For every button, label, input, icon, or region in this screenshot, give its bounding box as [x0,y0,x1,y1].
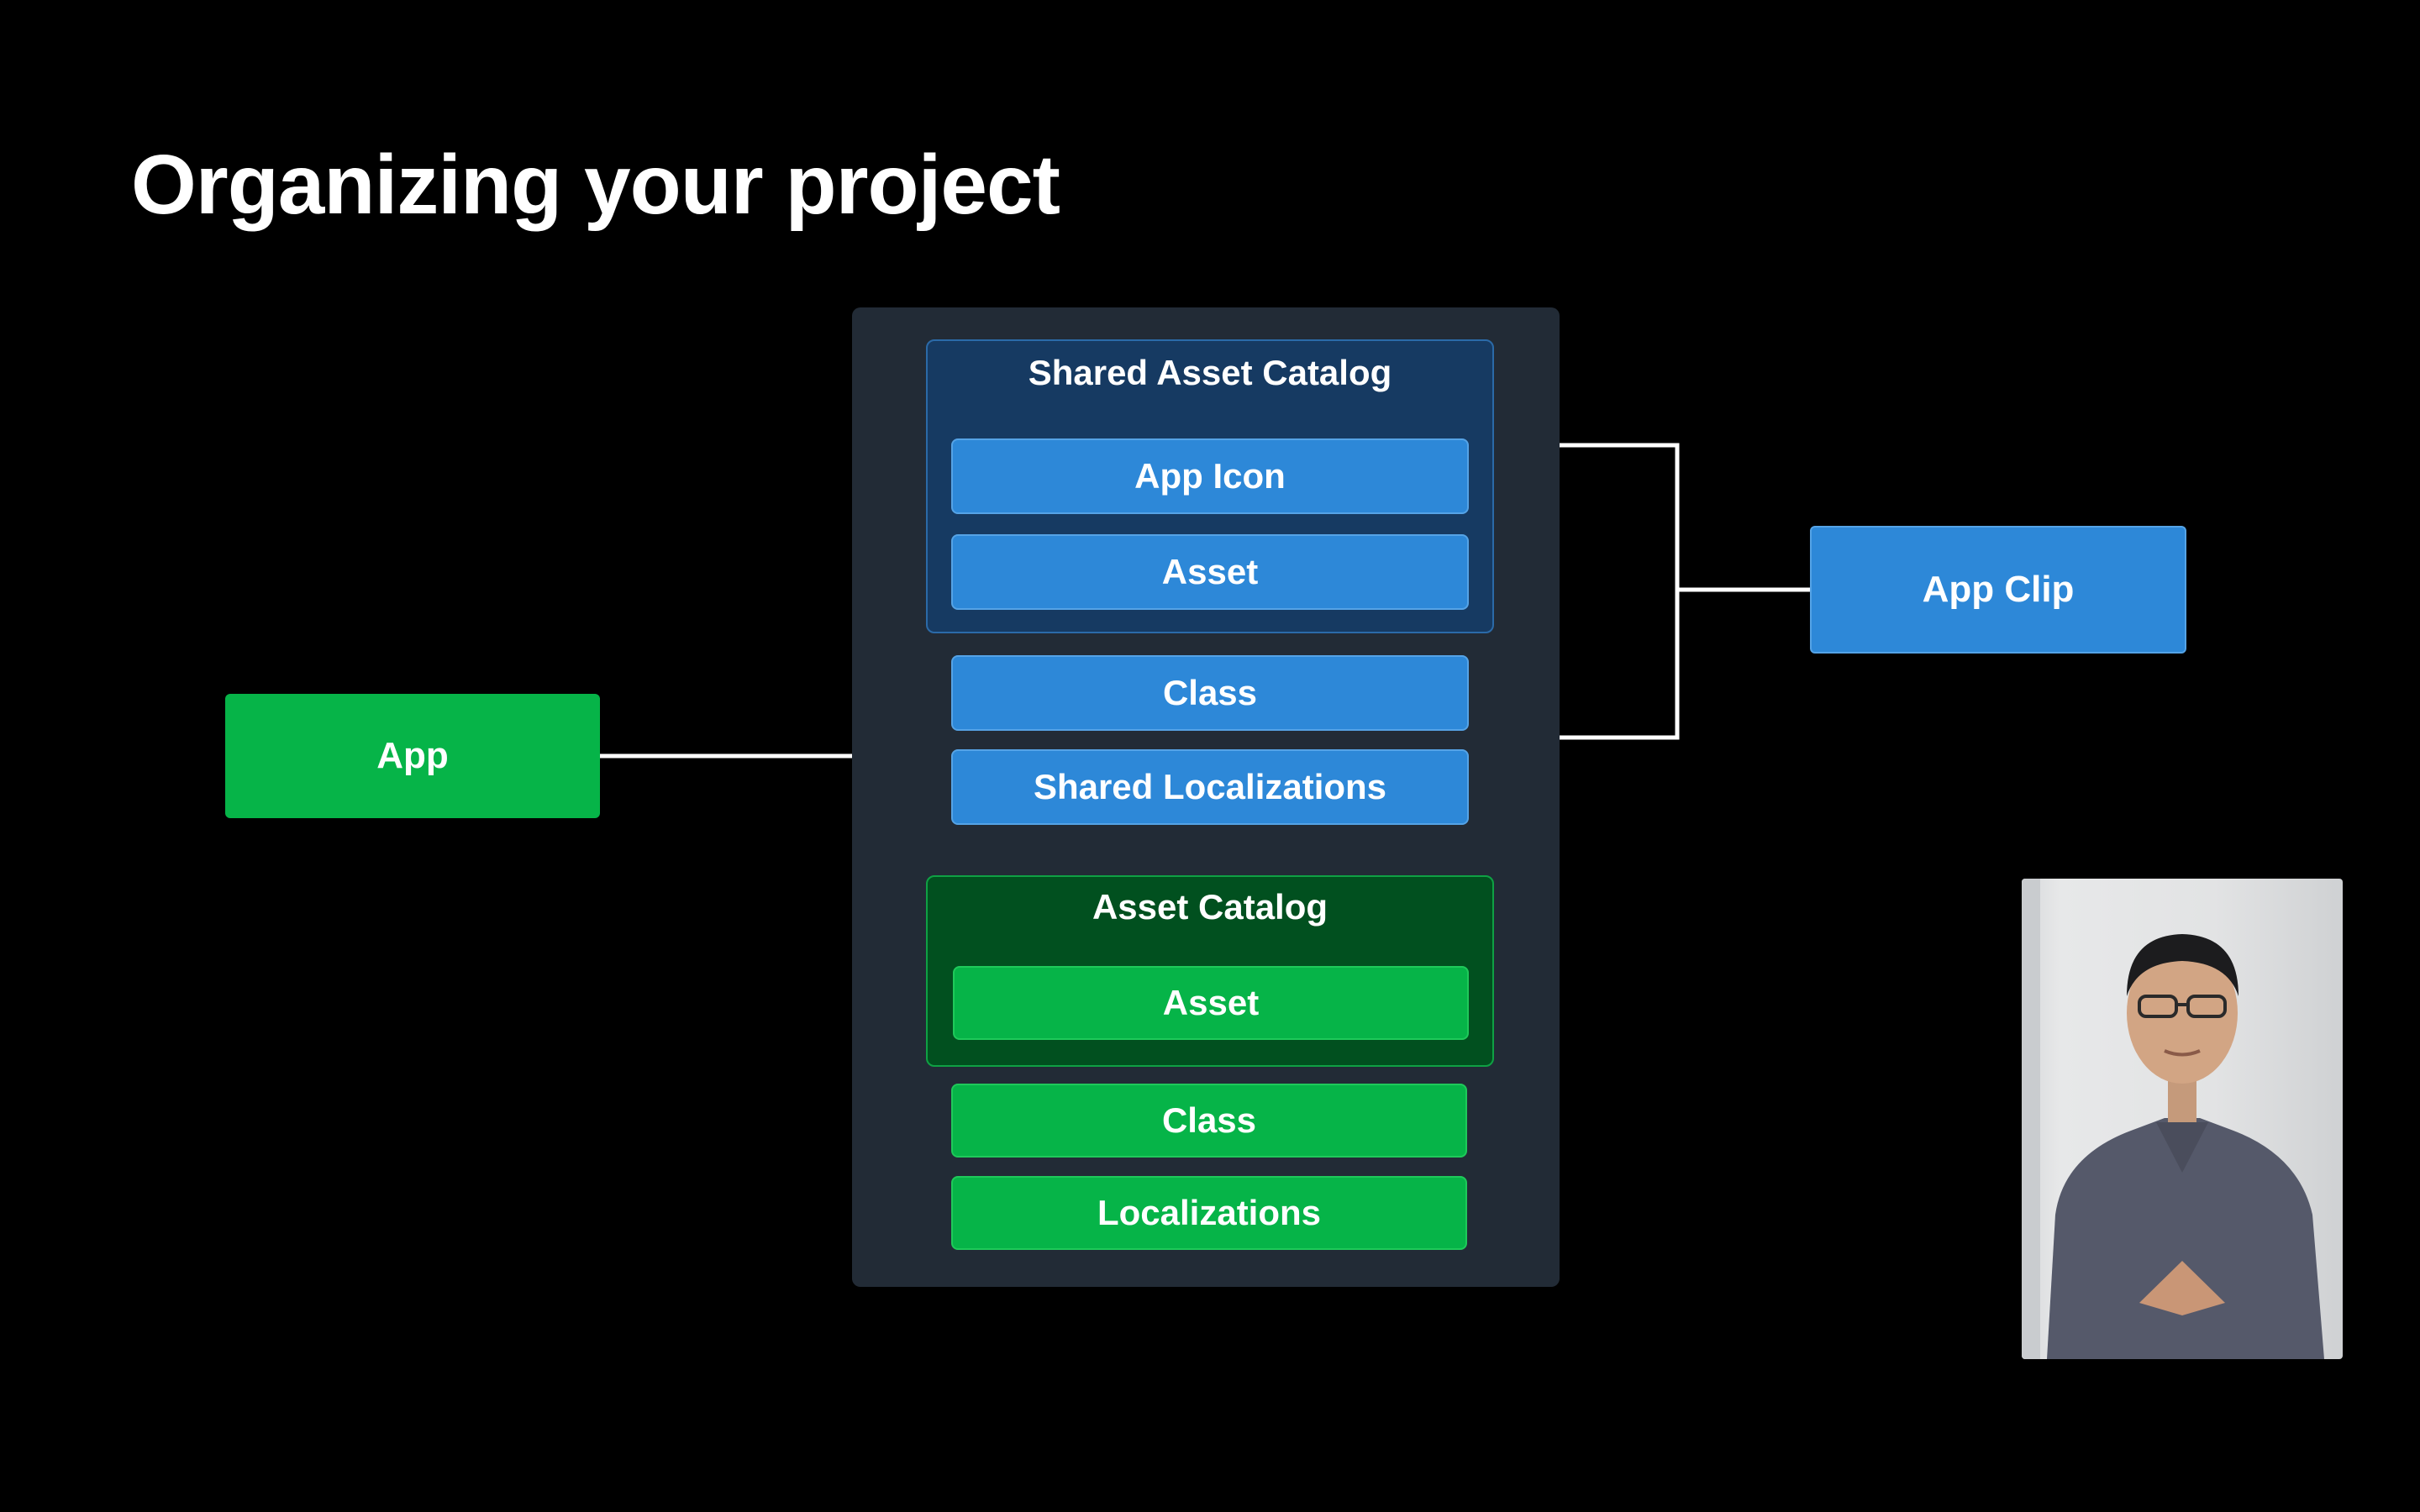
presenter-image [2022,879,2324,1359]
app-node: App [225,694,600,818]
shared-asset-catalog-title: Shared Asset Catalog [1028,353,1392,392]
slide-title: Organizing your project [131,138,1060,232]
project-panel: Shared Asset Catalog App Icon Asset Clas… [852,307,1560,1287]
shared-localizations-item: Shared Localizations [951,749,1469,825]
app-clip-node: App Clip [1810,526,2186,654]
shared-asset-item: Asset [951,534,1469,610]
localizations-item: Localizations [951,1176,1467,1250]
asset-catalog-title: Asset Catalog [1092,887,1328,927]
app-asset-item: Asset [953,966,1469,1040]
shared-class-item: Class [951,655,1469,731]
shared-asset-catalog-group: Shared Asset Catalog App Icon Asset [926,339,1494,633]
app-class-item: Class [951,1084,1467,1158]
app-icon-item: App Icon [951,438,1469,514]
presenter-video [2022,879,2343,1359]
asset-catalog-group: Asset Catalog Asset [926,875,1494,1067]
